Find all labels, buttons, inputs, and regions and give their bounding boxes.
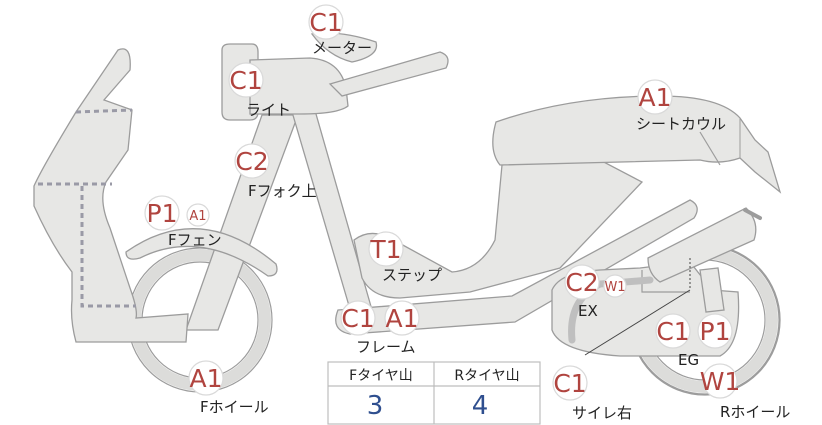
damage-code: A1 xyxy=(189,364,222,393)
damage-code: A1 xyxy=(385,304,418,333)
part-label: シートカウル xyxy=(636,115,726,133)
damage-code: W1 xyxy=(604,280,625,295)
code-badge xyxy=(228,62,264,98)
marker-frame: C1 A1 フレーム xyxy=(340,300,420,356)
code-badge xyxy=(702,363,738,399)
part-label: Fフェン xyxy=(168,231,222,249)
damage-code: A1 xyxy=(638,83,671,112)
code-badge xyxy=(637,79,673,115)
part-label: EX xyxy=(578,302,598,320)
code-badge xyxy=(308,4,344,40)
part-label: Fフォク上 xyxy=(248,182,317,200)
tyre-table: Fタイヤ山 Rタイヤ山 3 4 xyxy=(327,361,541,425)
code-badge xyxy=(697,313,733,349)
meter-shape xyxy=(310,32,378,63)
frame-down-tube-shape xyxy=(289,99,373,317)
damage-code: C1 xyxy=(553,369,586,398)
exhaust-pipe-shape xyxy=(568,276,654,344)
damage-code: W1 xyxy=(700,367,741,396)
tyre-header-rear: Rタイヤ山 xyxy=(454,368,519,384)
marker-light: C1 ライト xyxy=(228,62,291,119)
handlebar-shape xyxy=(328,51,449,97)
front-fender-shape xyxy=(125,228,278,277)
front-fork-shape xyxy=(185,114,299,331)
damage-code: C2 xyxy=(235,147,268,176)
damage-code: P1 xyxy=(147,199,178,228)
damage-code: C1 xyxy=(341,304,374,333)
head-cover-shape xyxy=(249,57,349,115)
damage-code: A1 xyxy=(189,209,206,224)
part-label: Fホイール xyxy=(200,398,269,416)
part-label: フレーム xyxy=(356,338,416,356)
part-label: ステップ xyxy=(382,266,442,284)
seat-cowl-shape xyxy=(492,95,782,194)
damage-code: P1 xyxy=(700,317,731,346)
code-badge xyxy=(340,300,376,336)
code-badge xyxy=(384,300,420,336)
damage-code: C1 xyxy=(656,317,689,346)
marker-meter: C1 メーター xyxy=(308,4,372,57)
part-label: EG xyxy=(678,351,699,369)
code-badge xyxy=(188,360,224,396)
damage-code: C2 xyxy=(565,268,598,297)
front-cowl-shape xyxy=(33,48,189,343)
code-badge xyxy=(368,231,404,267)
code-badge xyxy=(186,203,210,227)
rear-shock-shape xyxy=(699,267,725,313)
part-label: ライト xyxy=(246,101,291,119)
code-badge xyxy=(552,365,588,401)
damage-code: C1 xyxy=(229,66,262,95)
damage-code: T1 xyxy=(369,235,401,264)
code-badge xyxy=(603,274,627,298)
marker-step: T1 ステップ xyxy=(368,231,442,284)
part-label: Rホイール xyxy=(720,403,790,421)
code-badge xyxy=(564,264,600,300)
damage-code: C1 xyxy=(309,8,342,37)
tyre-header-front: Fタイヤ山 xyxy=(349,368,413,384)
marker-seat-cowl: A1 シートカウル xyxy=(636,79,726,133)
marker-silencer-right: C1 サイレ右 xyxy=(552,365,632,422)
tyre-value-front: 3 xyxy=(367,391,384,421)
code-badge xyxy=(234,143,270,179)
part-label: メーター xyxy=(312,39,372,57)
tyre-value-rear: 4 xyxy=(472,391,489,421)
part-label: サイレ右 xyxy=(572,404,632,422)
code-badge xyxy=(144,195,180,231)
code-badge xyxy=(655,313,691,349)
